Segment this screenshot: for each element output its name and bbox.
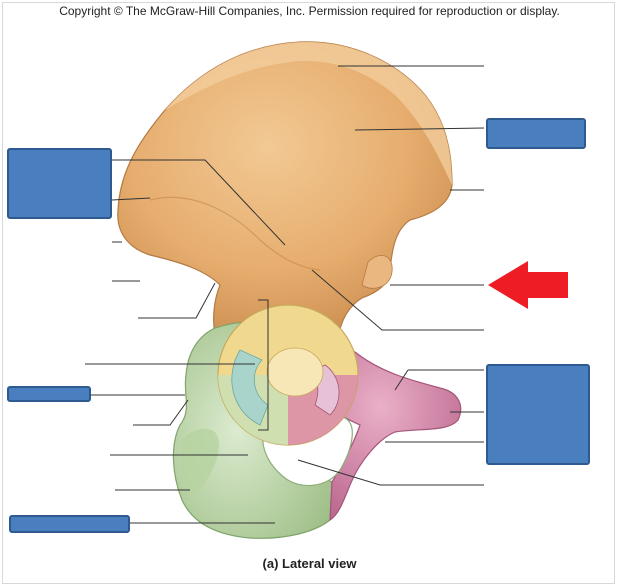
leader-line bbox=[311, 269, 484, 331]
ischial-tuberosity bbox=[181, 428, 220, 494]
leader-line bbox=[394, 369, 409, 391]
label-box-bottom-left[interactable] bbox=[9, 515, 130, 533]
leader-line bbox=[111, 197, 151, 201]
lunate-surface bbox=[231, 349, 269, 426]
leader-line bbox=[354, 127, 485, 131]
arrow-left-icon bbox=[488, 261, 568, 309]
label-box-right-top[interactable] bbox=[486, 118, 586, 149]
bracket-line bbox=[258, 299, 269, 431]
label-boxes bbox=[7, 118, 590, 533]
iliac-crest bbox=[165, 41, 452, 186]
anterior-inferior-spine bbox=[361, 255, 393, 289]
leader-line bbox=[133, 399, 189, 426]
leader-line bbox=[138, 282, 216, 319]
figure-caption: (a) Lateral view bbox=[262, 556, 357, 571]
label-box-right-large[interactable] bbox=[486, 364, 590, 465]
label-box-left-small[interactable] bbox=[7, 386, 91, 402]
copyright-notice: Copyright © The McGraw-Hill Companies, I… bbox=[59, 4, 560, 18]
acetabular-fossa bbox=[266, 347, 324, 397]
leader-lines bbox=[85, 65, 485, 524]
label-box-left-large[interactable] bbox=[7, 148, 112, 219]
leader-line bbox=[112, 159, 286, 246]
leader-line bbox=[297, 459, 484, 486]
gluteal-line bbox=[149, 196, 321, 271]
